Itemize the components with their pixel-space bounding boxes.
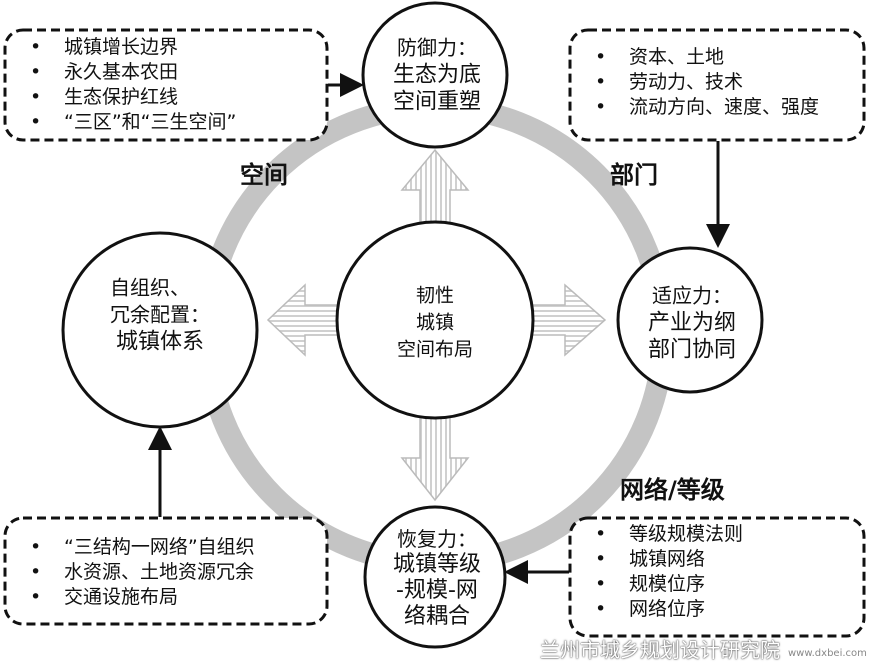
- right-node-text: 适应力： 产业为纲 部门协同: [648, 283, 736, 364]
- item-text: 劳动力、技术: [629, 71, 744, 93]
- box-bottom-right: • 等级规模法则 • 城镇网络 • 规模位序 • 网络位序: [573, 522, 743, 622]
- list-item: • “三区”和“三生空间”: [8, 110, 236, 135]
- node-title: 冗余配置：: [110, 302, 210, 327]
- node-line: 城镇等级: [392, 552, 482, 577]
- center-line: 韧性: [415, 284, 455, 307]
- bullet: •: [595, 573, 607, 595]
- box-bottom-left: • “三结构一网络”自组织 • 水资源、土地资源冗余 • 交通设施布局: [8, 535, 255, 610]
- node-line: -规模-网: [396, 578, 478, 603]
- item-text: 网络位序: [629, 598, 706, 620]
- list-item: • 水资源、土地资源冗余: [8, 560, 255, 585]
- center-text: 韧性 城镇 空间布局: [397, 283, 473, 364]
- item-text: 资本、土地: [629, 46, 725, 68]
- bullet: •: [30, 111, 42, 133]
- item-text: 水资源、土地资源冗余: [64, 561, 255, 583]
- list-item: • 劳动力、技术: [573, 70, 819, 95]
- box-bottom-left-frame: [3, 516, 329, 626]
- list-item: • 永久基本农田: [8, 60, 236, 85]
- node-line: 产业为纲: [647, 310, 737, 336]
- left-node-text: 自组织、 冗余配置： 城镇体系: [110, 275, 210, 356]
- bottom-node-text: 恢复力： 城镇等级 -规模-网 络耦合: [393, 526, 481, 630]
- right-circle: [616, 246, 764, 394]
- bullet: •: [595, 548, 607, 570]
- box-bottom-right-frame: [568, 516, 866, 638]
- bullet: •: [30, 586, 42, 608]
- bullet: •: [595, 523, 607, 545]
- bullet: •: [30, 536, 42, 558]
- box-top-right: • 资本、土地 • 劳动力、技术 • 流动方向、速度、强度: [573, 45, 819, 120]
- list-item: • 等级规模法则: [573, 522, 743, 547]
- center-line: 城镇: [415, 311, 455, 334]
- item-text: 城镇增长边界: [64, 36, 179, 58]
- label-network: 网络/等级: [620, 476, 725, 504]
- item-text: 等级规模法则: [629, 523, 744, 545]
- bullet: •: [30, 561, 42, 583]
- watermark: 兰州市城乡规划设计研究院: [540, 638, 780, 662]
- arrow-up: [400, 148, 470, 229]
- top-node-text: 防御力： 生态为底 空间重塑: [393, 35, 481, 116]
- watermark-site: www.dxbei.com: [788, 648, 867, 659]
- box-top-left-frame: [3, 28, 329, 142]
- label-sector: 部门: [610, 161, 658, 189]
- node-title: 适应力：: [651, 283, 732, 308]
- bullet: •: [30, 86, 42, 108]
- item-text: 生态保护红线: [64, 86, 179, 108]
- item-text: “三结构一网络”自组织: [64, 536, 255, 558]
- list-item: • 城镇网络: [573, 547, 743, 572]
- label-space: 空间: [240, 161, 288, 189]
- node-line: 空间重塑: [392, 89, 482, 115]
- box-top-left: • 城镇增长边界 • 永久基本农田 • 生态保护红线 • “三区”和“三生空间”: [8, 35, 236, 135]
- list-item: • 资本、土地: [573, 45, 819, 70]
- node-title: 恢复力：: [396, 527, 477, 551]
- bullet: •: [30, 36, 42, 58]
- item-text: 城镇网络: [629, 548, 706, 570]
- item-text: “三区”和“三生空间”: [64, 111, 237, 133]
- box-top-right-frame: [568, 28, 866, 142]
- list-item: • 交通设施布局: [8, 585, 255, 610]
- center-line: 空间布局: [396, 338, 474, 361]
- bullet: •: [595, 71, 607, 93]
- item-text: 交通设施布局: [64, 586, 179, 608]
- arrow-left: [266, 283, 339, 357]
- list-item: • 城镇增长边界: [8, 35, 236, 60]
- list-item: • 生态保护红线: [8, 85, 236, 110]
- item-text: 流动方向、速度、强度: [629, 96, 820, 118]
- node-title: 自组织、: [110, 275, 190, 300]
- arrow-right: [531, 283, 607, 357]
- node-title: 防御力：: [396, 35, 477, 60]
- node-line: 生态为底: [392, 62, 482, 88]
- bullet: •: [595, 96, 607, 118]
- node-line: 络耦合: [403, 604, 471, 629]
- item-text: 规模位序: [629, 573, 706, 595]
- item-text: 永久基本农田: [64, 61, 179, 83]
- bullet: •: [595, 46, 607, 68]
- list-item: • 流动方向、速度、强度: [573, 95, 819, 120]
- bullet: •: [30, 61, 42, 83]
- node-line: 部门协同: [647, 337, 737, 363]
- list-item: • 网络位序: [573, 597, 743, 622]
- list-item: • 规模位序: [573, 572, 743, 597]
- center-circle: [335, 220, 535, 420]
- bullet: •: [595, 598, 607, 620]
- node-line: 城镇体系: [115, 329, 204, 355]
- list-item: • “三结构一网络”自组织: [8, 535, 255, 560]
- arrow-down: [400, 411, 470, 502]
